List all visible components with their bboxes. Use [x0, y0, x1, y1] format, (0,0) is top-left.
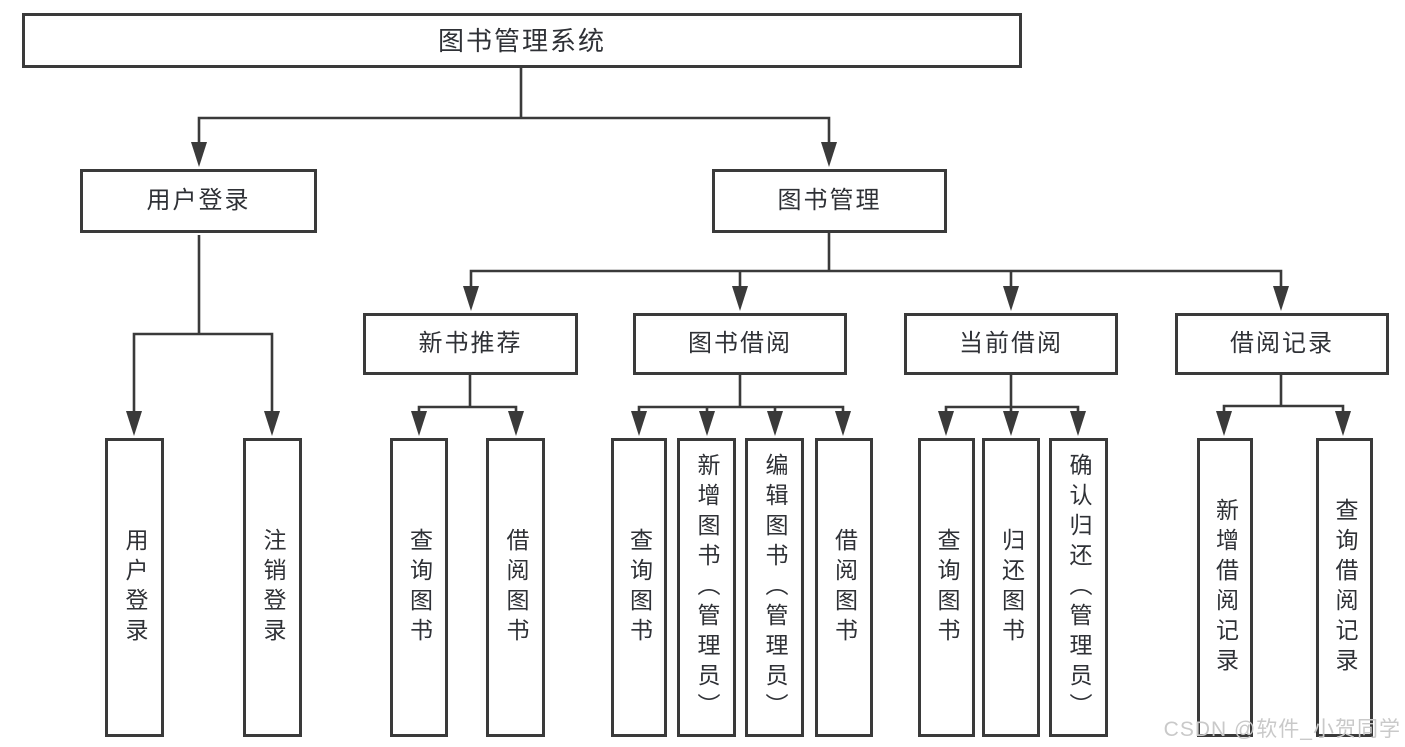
leaf-query-books-recommend: 查询图书 — [390, 438, 448, 737]
node-label: 借阅记录 — [1230, 330, 1334, 357]
leaf-query-borrow-record: 查询借阅记录 — [1316, 438, 1373, 737]
leaf-add-borrow-record: 新增借阅记录 — [1197, 438, 1253, 737]
arrowhead-icon — [631, 411, 647, 436]
arrowhead-icon — [1335, 411, 1351, 436]
arrowhead-icon — [463, 286, 479, 311]
leaf-return-books: 归还图书 — [982, 438, 1040, 737]
node-label: 新增图书（管理员） — [694, 452, 720, 723]
arrowhead-icon — [821, 142, 837, 167]
node-book-borrowing: 图书借阅 — [633, 313, 847, 375]
node-new-book-recommend: 新书推荐 — [363, 313, 578, 375]
arrowhead-icon — [264, 411, 280, 436]
branch-borrow-records — [1222, 375, 1345, 416]
arrowhead-icon — [767, 411, 783, 436]
leaf-query-books-current: 查询图书 — [918, 438, 975, 737]
node-current-borrowing: 当前借阅 — [904, 313, 1118, 375]
node-root-system: 图书管理系统 — [22, 13, 1022, 68]
arrowhead-icon — [191, 142, 207, 167]
leaf-confirm-return-admin: 确认归还（管理员） — [1049, 438, 1108, 737]
node-label: 新增借阅记录 — [1212, 497, 1239, 678]
node-label: 图书管理系统 — [437, 25, 606, 56]
node-book-management-module: 图书管理 — [712, 169, 947, 233]
branch-book-mgmt — [469, 233, 1283, 292]
arrowhead-icon — [699, 411, 715, 436]
node-label: 注销登录 — [260, 527, 286, 648]
branch-user-login — [132, 235, 274, 414]
node-label: 用户登录 — [122, 527, 148, 648]
csdn-watermark: CSDN @软件_小贺同学 — [1163, 718, 1401, 741]
node-label: 查询图书 — [934, 527, 960, 648]
branch-new-books — [417, 375, 518, 416]
node-label: 借阅图书 — [503, 527, 529, 648]
arrowhead-icon — [1003, 286, 1019, 311]
node-label: 查询图书 — [406, 527, 433, 648]
node-label: 图书借阅 — [688, 330, 792, 357]
node-label: 用户登录 — [146, 187, 251, 214]
leaf-edit-books-admin: 编辑图书（管理员） — [745, 438, 804, 737]
arrowhead-icon — [1273, 286, 1289, 311]
leaf-borrow-books-recommend: 借阅图书 — [486, 438, 545, 737]
node-label: 确认归还（管理员） — [1066, 452, 1092, 723]
node-label: 图书管理 — [777, 187, 882, 214]
branch-root — [197, 68, 831, 150]
arrowhead-icon — [1216, 411, 1232, 436]
branch-book-borrow — [637, 375, 845, 416]
node-user-login-module: 用户登录 — [80, 169, 317, 233]
arrowhead-icon — [508, 411, 524, 436]
node-borrowing-records: 借阅记录 — [1175, 313, 1389, 375]
arrowhead-icon — [411, 411, 427, 436]
leaf-borrow-books: 借阅图书 — [815, 438, 873, 737]
node-label: 归还图书 — [998, 527, 1025, 648]
node-label: 当前借阅 — [959, 330, 1063, 357]
leaf-logout: 注销登录 — [243, 438, 302, 737]
node-label: 查询借阅记录 — [1332, 497, 1358, 678]
leaf-query-books-borrow: 查询图书 — [611, 438, 667, 737]
arrowhead-icon — [1070, 411, 1086, 436]
leaf-add-books-admin: 新增图书（管理员） — [677, 438, 736, 737]
arrowhead-icon — [126, 411, 142, 436]
branch-current-borrow — [944, 375, 1080, 416]
node-label: 查询图书 — [626, 527, 653, 648]
arrowhead-icon — [835, 411, 851, 436]
arrowhead-icon — [732, 286, 748, 311]
node-label: 借阅图书 — [831, 527, 858, 648]
node-label: 新书推荐 — [418, 330, 523, 357]
arrowhead-icon — [1003, 411, 1019, 436]
arrowhead-icon — [938, 411, 954, 436]
node-label: 编辑图书（管理员） — [762, 452, 788, 723]
leaf-user-login: 用户登录 — [105, 438, 164, 737]
